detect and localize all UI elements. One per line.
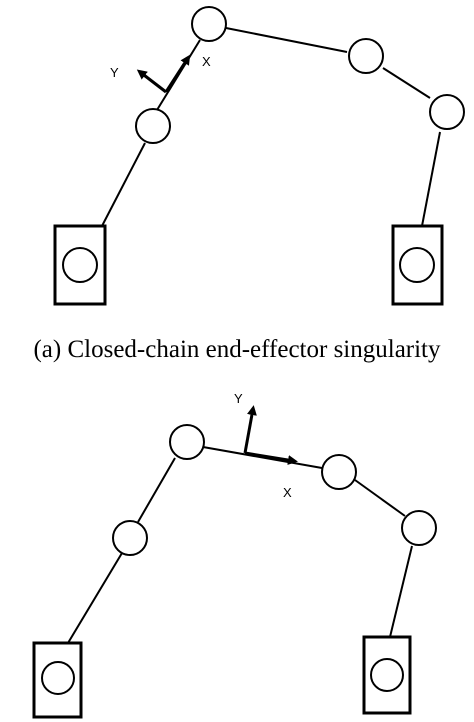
joint [135, 108, 171, 144]
joint [112, 520, 148, 556]
panel-a-caption: (a) Closed-chain end-effector singularit… [33, 336, 441, 363]
joint [321, 454, 357, 490]
link-right-upper [354, 479, 406, 517]
base-right-pivot [399, 247, 435, 283]
x-axis-label: X [202, 54, 211, 69]
link-right-base [389, 545, 413, 638]
y-axis-arrow [243, 405, 257, 454]
panel-b-links [67, 446, 413, 644]
link-left-base [67, 552, 123, 644]
y-axis-arrow [136, 69, 167, 94]
joint [348, 38, 384, 74]
panel-a: X Y [53, 6, 465, 306]
panel-b-bases [32, 635, 412, 719]
link-right-base [421, 131, 441, 227]
panel-b: X Y [32, 391, 437, 719]
panel-b-joints [112, 424, 437, 556]
link-left-lower [137, 457, 176, 523]
panel-a-joints [135, 6, 465, 144]
link-top [225, 27, 348, 53]
joint [191, 6, 227, 42]
link-left-base [101, 142, 146, 227]
x-axis-arrow [164, 54, 191, 93]
joint [169, 424, 205, 460]
joint [429, 94, 465, 130]
panel-b-frame [243, 405, 298, 465]
y-axis-label: Y [234, 391, 243, 406]
x-axis-arrow [244, 451, 298, 465]
joint [401, 510, 437, 546]
panel-a-bases [53, 224, 444, 306]
base-left-pivot [41, 661, 75, 695]
link-top [202, 446, 323, 469]
panel-a-links [101, 27, 441, 227]
base-left-pivot [62, 247, 98, 283]
link-right-upper [382, 67, 431, 99]
base-right-pivot [370, 658, 404, 692]
x-axis-label: X [283, 485, 292, 500]
y-axis-label: Y [110, 65, 119, 80]
panel-a-frame [136, 54, 191, 94]
